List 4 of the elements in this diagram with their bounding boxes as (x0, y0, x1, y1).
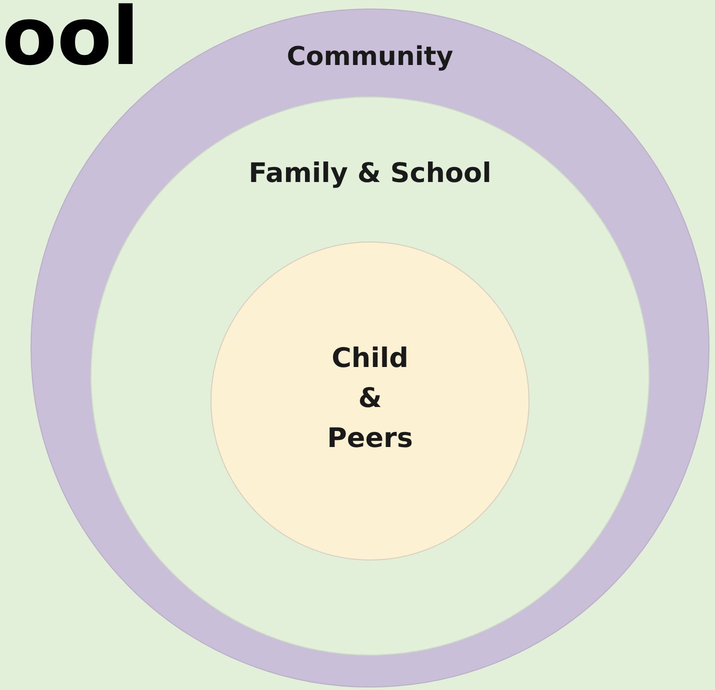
title-fragment: ool (2, 0, 140, 82)
ring-label: Family & School (248, 158, 492, 189)
circle-label: Child & Peers (326, 342, 414, 456)
ring-label: Community (286, 42, 454, 72)
